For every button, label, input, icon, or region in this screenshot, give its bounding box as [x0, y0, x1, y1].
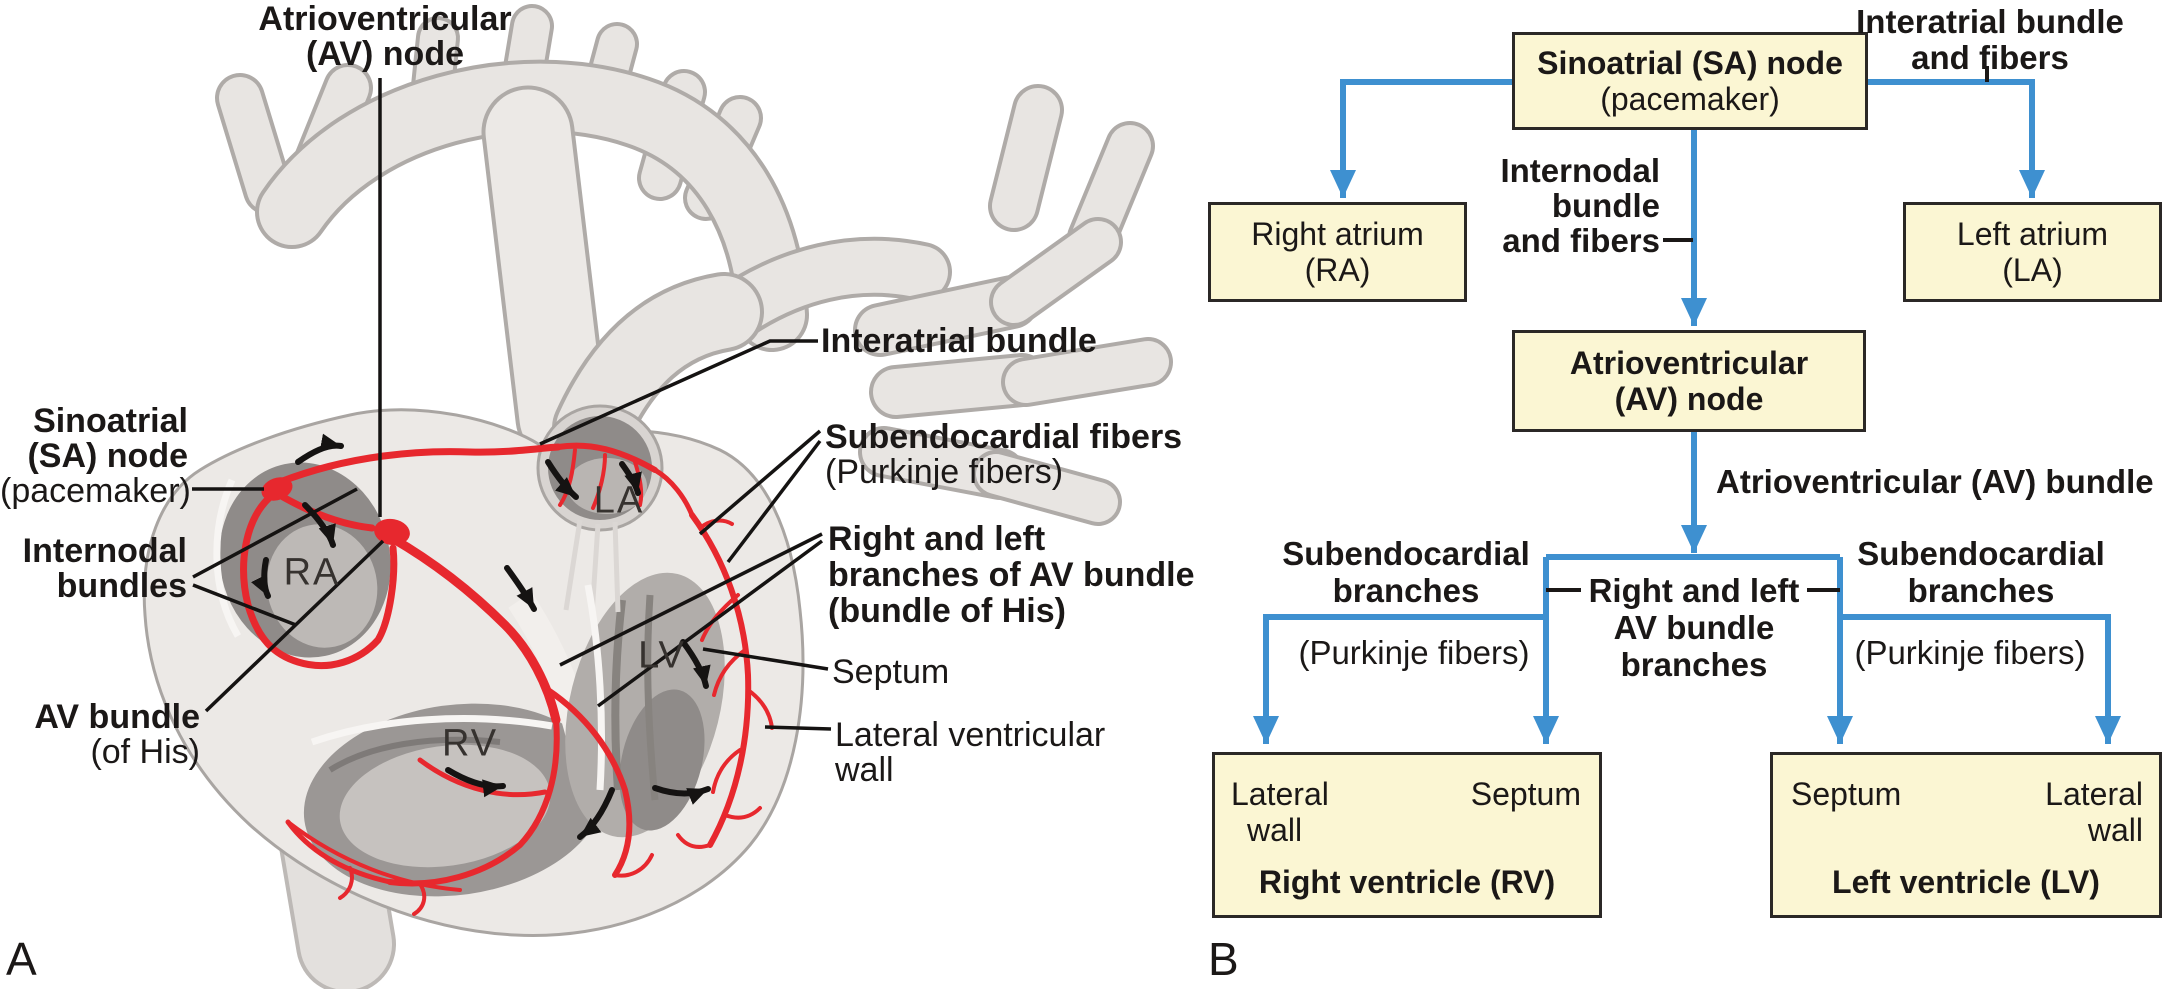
edge-label-subendocardial-left: Subendocardial branches	[1256, 535, 1556, 609]
label-sa-node-line3: (pacemaker)	[0, 472, 191, 510]
label-lateral-wall-line1: Lateral ventricular	[835, 716, 1106, 754]
label-sa-node-line2: (SA) node	[27, 437, 188, 475]
edge-label-purkinje-right: (Purkinje fibers)	[1854, 634, 2086, 671]
label-av-bundle: AV bundle (of His)	[0, 700, 200, 770]
label-subendocardial-line2: (Purkinje fibers)	[825, 453, 1064, 491]
label-sa-node-line1: Sinoatrial	[33, 402, 188, 440]
edge-internodal-line1: Internodal	[1500, 152, 1660, 189]
lv-box-title: Left ventricle (LV)	[1832, 864, 2100, 900]
label-internodal-bundles: Internodal bundles	[0, 534, 187, 604]
edge-subendo-right-line2: branches	[1907, 572, 2055, 609]
edge-label-purkinje-left: (Purkinje fibers)	[1298, 634, 1530, 671]
conduction-pathway	[240, 442, 774, 916]
ra-box-line1: Right atrium	[1251, 216, 1424, 252]
edge-interatrial-line2: and fibers	[1911, 39, 2069, 76]
rv-lateral-label: Lateral	[1231, 776, 1329, 812]
sa-box-line2: (pacemaker)	[1600, 81, 1780, 117]
label-internodal-line2: bundles	[56, 567, 187, 605]
label-av-node-line1: Atrioventricular	[258, 0, 512, 38]
sa-node-marker	[261, 477, 293, 501]
label-rl-branches: Right and left branches of AV bundle (bu…	[828, 521, 1194, 629]
rv-wall-label: wall	[1247, 812, 1303, 848]
lv-septum-label: Septum	[1791, 776, 1902, 812]
chamber-label-ra: RA	[283, 551, 341, 594]
label-interatrial-bundle: Interatrial bundle	[821, 322, 1097, 360]
edge-rl-line3: branches	[1620, 646, 1768, 683]
chamber-label-lv: LV	[638, 634, 686, 677]
label-subendocardial-fibers: Subendocardial fibers (Purkinje fibers)	[825, 420, 1182, 490]
label-rl-branches-line2: branches of AV bundle	[828, 556, 1195, 594]
lv-wall-label: wall	[2087, 812, 2143, 848]
label-av-bundle-line1: AV bundle	[34, 698, 200, 736]
edge-subendo-left-line2: branches	[1332, 572, 1480, 609]
flowchart-box-left-ventricle: Septum Lateral wall Left ventricle (LV)	[1770, 752, 2162, 918]
panel-a-letter: A	[6, 933, 37, 985]
edge-internodal-line3: and fibers	[1502, 222, 1660, 259]
ra-box-line2: (RA)	[1304, 252, 1371, 288]
flowchart-box-av-node: Atrioventricular (AV) node	[1512, 330, 1866, 432]
chamber-label-la: LA	[593, 479, 645, 522]
av-box-line2: (AV) node	[1614, 381, 1764, 417]
edge-label-rl-branches: Right and left AV bundle branches	[1544, 572, 1844, 683]
edge-label-internodal: Internodal bundle and fibers	[1460, 153, 1660, 258]
edge-subendo-left-line1: Subendocardial	[1282, 535, 1530, 572]
lv-lateral-label: Lateral	[2045, 776, 2143, 812]
label-rl-branches-line3: (bundle of His)	[828, 592, 1066, 630]
label-internodal-line1: Internodal	[22, 532, 187, 570]
sa-box-line1: Sinoatrial (SA) node	[1537, 45, 1843, 81]
edge-rl-line2: AV bundle	[1613, 609, 1775, 646]
label-rl-branches-line1: Right and left	[828, 520, 1046, 558]
av-node-marker	[374, 518, 410, 546]
edge-rl-line1: Right and left	[1588, 572, 1800, 609]
la-box-line2: (LA)	[2002, 252, 2063, 288]
label-subendocardial-line1: Subendocardial fibers	[825, 418, 1183, 456]
label-sa-node: Sinoatrial (SA) node (pacemaker)	[0, 402, 191, 510]
edge-subendo-right-line1: Subendocardial	[1857, 535, 2105, 572]
flowchart-box-right-ventricle: Lateral wall Septum Right ventricle (RV)	[1212, 752, 1602, 918]
label-lateral-wall-line2: wall	[835, 751, 894, 789]
edge-label-interatrial: Interatrial bundle and fibers	[1830, 4, 2150, 76]
flowchart-box-sa-node: Sinoatrial (SA) node (pacemaker)	[1512, 32, 1868, 130]
edge-interatrial-line1: Interatrial bundle	[1856, 3, 2124, 40]
rv-septum-label: Septum	[1470, 776, 1581, 812]
direction-arrows	[251, 433, 711, 840]
heart-illustration	[142, 4, 1173, 989]
edge-label-av-bundle: Atrioventricular (AV) bundle	[1716, 463, 2154, 500]
edge-internodal-line2: bundle	[1551, 187, 1660, 224]
label-av-node: Atrioventricular (AV) node	[235, 2, 535, 72]
label-lateral-wall: Lateral ventricular wall	[835, 718, 1105, 788]
label-septum: Septum	[832, 653, 950, 691]
label-av-bundle-line2: (of His)	[90, 733, 200, 771]
rv-box-title: Right ventricle (RV)	[1258, 864, 1556, 900]
chamber-label-rv: RV	[441, 722, 499, 765]
leader-lines	[192, 78, 832, 731]
edge-label-subendocardial-right: Subendocardial branches	[1831, 535, 2131, 609]
panel-b-letter: B	[1208, 933, 1239, 985]
label-av-node-line2: (AV) node	[305, 35, 464, 73]
flowchart-box-left-atrium: Left atrium (LA)	[1903, 202, 2162, 302]
flowchart-box-right-atrium: Right atrium (RA)	[1208, 202, 1467, 302]
av-box-line1: Atrioventricular	[1569, 345, 1809, 381]
flowchart-connectors	[1253, 66, 2121, 744]
la-box-line1: Left atrium	[1956, 216, 2109, 252]
